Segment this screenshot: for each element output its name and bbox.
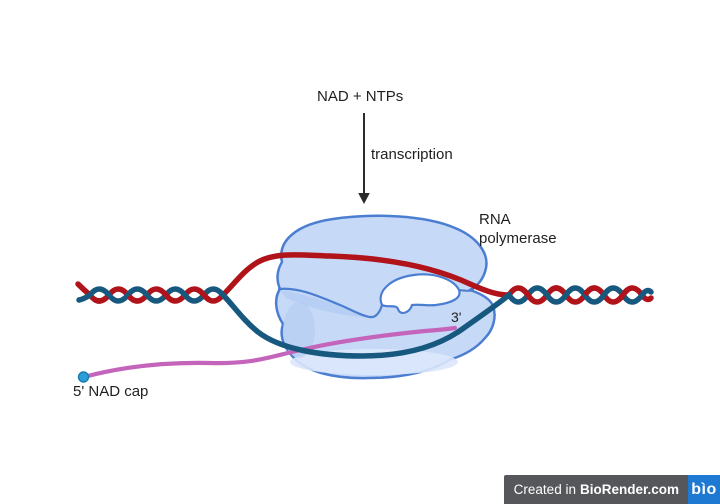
dna-strand-red-crossings-right xyxy=(506,285,645,305)
polymerase-channel-hole xyxy=(379,273,461,315)
rna-three-prime-label: 3' xyxy=(451,309,462,325)
polymerase-cleft-line xyxy=(277,287,384,319)
dna-strand-red-crossings-left xyxy=(76,282,226,304)
polymerase-cleft-shade xyxy=(280,290,368,318)
rna-polymerase-blob xyxy=(274,214,496,380)
polymerase-right-seam xyxy=(458,289,475,292)
nad-cap-dot-icon xyxy=(77,371,90,383)
process-label: transcription xyxy=(371,146,453,163)
enzyme-label: RNA polymerase xyxy=(479,211,557,247)
dna-strand-teal xyxy=(76,285,654,359)
transcription-arrow-icon xyxy=(358,113,370,204)
biorender-logo-icon: bìo xyxy=(688,475,720,504)
reactants-label: NAD + NTPs xyxy=(317,88,404,105)
watermark-prefix: Created in xyxy=(513,482,576,497)
watermark-brand: BioRender.com xyxy=(579,482,679,497)
polymerase-left-shade xyxy=(283,302,315,358)
nad-cap-label: 5' NAD cap xyxy=(73,383,149,400)
